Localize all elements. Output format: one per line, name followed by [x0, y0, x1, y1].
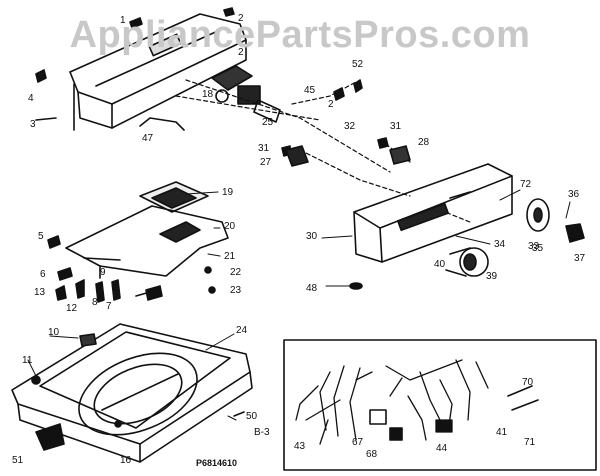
lead-3: [35, 117, 57, 121]
part-label-28: 28: [418, 137, 430, 148]
knob-37: [565, 223, 585, 243]
part-label-50: 50: [246, 411, 258, 422]
part-label-48: 48: [306, 283, 318, 294]
part-label-6: 6: [40, 269, 46, 280]
part-48: [349, 282, 363, 290]
part-10: [79, 333, 97, 347]
part-label-23: 23: [230, 285, 242, 296]
part-label-9: 9: [100, 267, 106, 278]
part-label-20: 20: [224, 221, 236, 232]
part-label-41: 41: [496, 427, 508, 438]
part-label-22: 22: [230, 267, 242, 278]
wire-harness-41-44: [385, 359, 489, 441]
part-label-30: 30: [306, 231, 318, 242]
part-label-31a: 31: [258, 143, 270, 154]
part-label-36: 36: [568, 189, 580, 200]
part-label-68: 68: [366, 449, 378, 460]
part-label-2a: 2: [238, 13, 244, 24]
part-label-44: 44: [436, 443, 448, 454]
part-label-40: 40: [434, 259, 446, 270]
rear-console-panel: [69, 13, 247, 131]
part-label-33: 33: [528, 241, 540, 252]
part-label-2c: 2: [328, 99, 334, 110]
part-label-7: 7: [106, 301, 112, 312]
part-label-35: 35: [532, 243, 544, 254]
part-label-24: 24: [236, 325, 248, 336]
connectors-67-68: [369, 409, 403, 441]
wires-70-71: [507, 385, 539, 411]
screw-22: [204, 266, 212, 274]
part-label-18: 18: [202, 89, 214, 100]
part-label-5: 5: [38, 231, 44, 242]
part-label-72: 72: [520, 179, 532, 190]
lid-switch-bracket: [65, 181, 229, 279]
part-label-8: 8: [92, 297, 98, 308]
part-50: [233, 411, 245, 417]
screw-23: [208, 286, 216, 294]
part-label-b3: B-3: [254, 427, 270, 438]
part-label-10: 10: [48, 327, 60, 338]
motor-39: [445, 247, 489, 277]
part-label-1: 1: [120, 15, 126, 26]
part-label-67: 67: [352, 437, 364, 448]
part-51: [35, 423, 65, 451]
part-label-51: 51: [12, 455, 24, 466]
small-parts-cluster: [47, 235, 163, 303]
wire-harness-43: [295, 365, 373, 445]
label-leaders: [27, 189, 571, 421]
control-panel-30: [353, 163, 513, 263]
part-label-34: 34: [494, 239, 506, 250]
part-label-39: 39: [486, 271, 498, 282]
part-label-13: 13: [34, 287, 46, 298]
top-cover-24: [11, 323, 253, 463]
part-label-2b: 2: [238, 47, 244, 58]
diagram-id: P6814610: [196, 458, 238, 468]
part-label-12: 12: [66, 303, 78, 314]
part-11: [31, 375, 41, 385]
part-label-27: 27: [260, 157, 272, 168]
part-label-21: 21: [224, 251, 236, 262]
part-label-45: 45: [304, 85, 316, 96]
knob-35: [526, 198, 550, 232]
timer-switch-assembly: [211, 65, 281, 123]
part-label-32: 32: [344, 121, 356, 132]
wire-47: [139, 117, 185, 131]
wire-harness-box: [283, 339, 597, 471]
part-label-37: 37: [574, 253, 586, 264]
part-label-31b: 31: [390, 121, 402, 132]
part-label-71: 71: [524, 437, 536, 448]
component-27-28: [285, 145, 411, 167]
part-label-25: 25: [262, 117, 274, 128]
screws-top: [35, 7, 389, 157]
part-label-43: 43: [294, 441, 306, 452]
part-label-47: 47: [142, 133, 154, 144]
part-label-52: 52: [352, 59, 364, 70]
part-label-16: 16: [120, 455, 132, 466]
part-label-19: 19: [222, 187, 234, 198]
part-label-4: 4: [28, 93, 34, 104]
part-label-70: 70: [522, 377, 534, 388]
part-label-3: 3: [30, 119, 36, 130]
part-label-11: 11: [22, 355, 33, 366]
